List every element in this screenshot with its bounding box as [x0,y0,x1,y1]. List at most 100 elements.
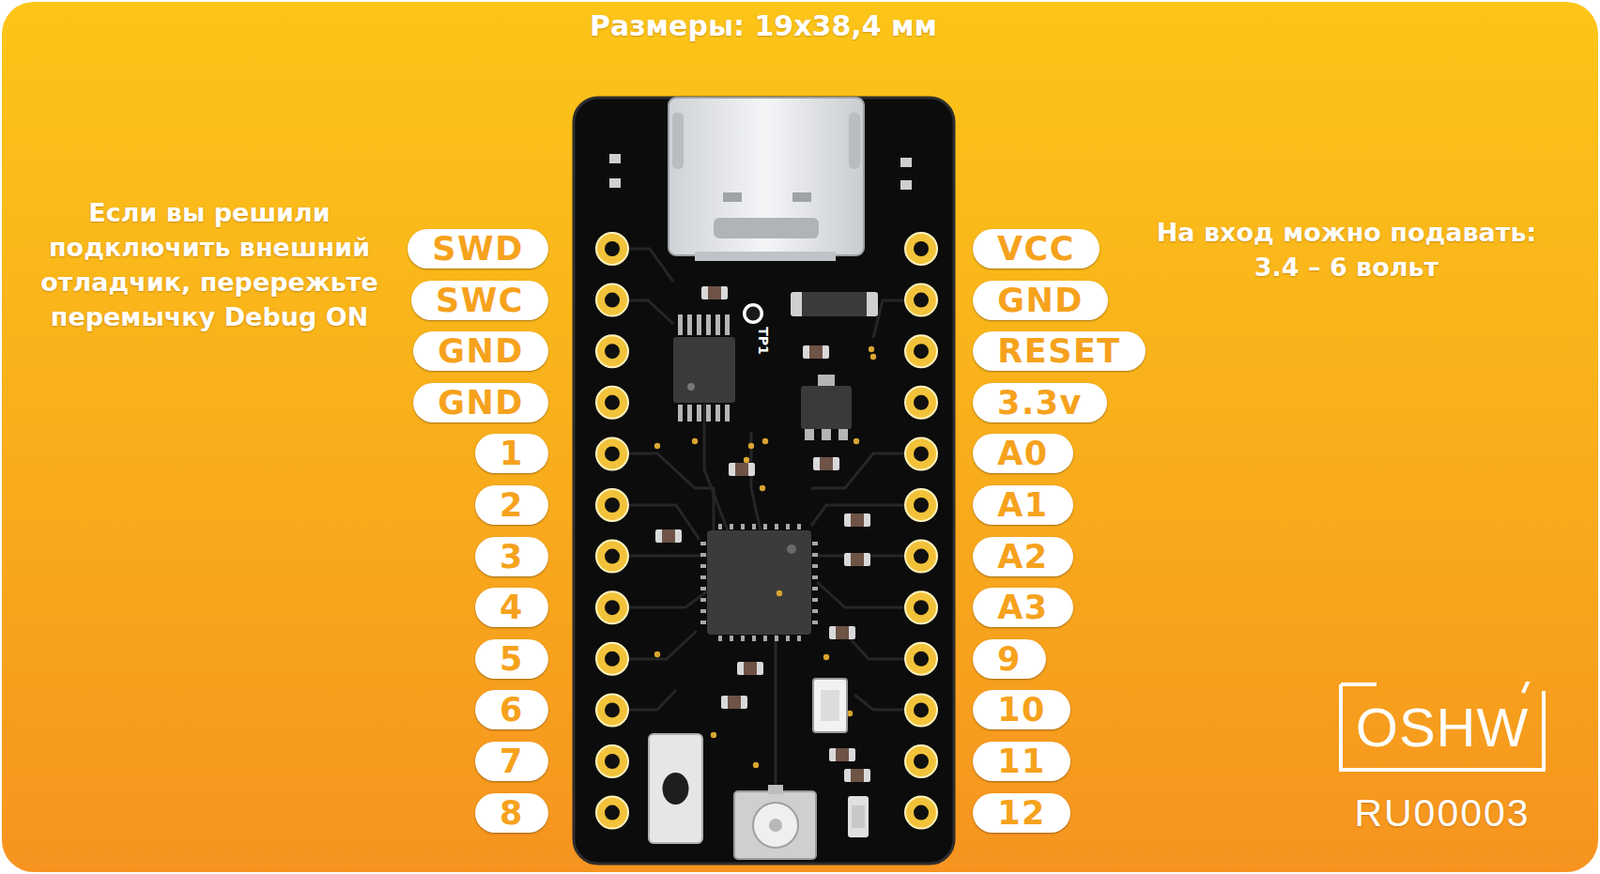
pin-label: SWC [411,280,549,321]
board-detail [718,635,723,642]
crystal [813,678,847,733]
board-detail [829,748,856,762]
pin-label: VCC [972,229,1100,269]
board-detail [774,634,778,789]
board-detail [748,443,754,449]
title-text: Размеры: 19x38,4 мм [387,8,1139,45]
board-detail [687,404,693,422]
pin-name: 3 [475,537,549,577]
board-detail [801,292,867,317]
board-detail [812,575,818,580]
microcontroller [700,523,818,642]
board-detail [905,540,938,573]
board-detail [790,292,878,317]
board-detail [844,553,871,567]
pin-name: 11 [972,741,1071,782]
board-detail [596,386,629,419]
pin-label: A3 [972,587,1074,628]
pin-name: A0 [972,433,1074,474]
board-detail [700,586,707,591]
board-detail [673,337,736,403]
board-detail [905,232,938,265]
board-detail [763,523,768,530]
silkscreen-label: TP1 [755,326,771,355]
board-detail [723,192,742,202]
board-detail [905,284,938,317]
board-detail [627,300,674,324]
diode [790,292,878,317]
test-point [742,303,764,324]
pin-label: A1 [972,485,1074,525]
board-detail [668,97,864,256]
pin-name: GND [413,383,549,423]
board-detail [797,635,801,642]
pin-name: SWC [411,280,549,321]
board-detail [785,635,790,642]
board-detail [700,541,707,546]
board-detail [905,693,938,726]
board-detail [854,694,907,710]
board-detail [654,443,661,449]
board-detail [740,523,745,530]
pin-label: 2 [475,485,549,525]
pin-label: 4 [475,587,549,628]
board-detail [851,805,865,829]
board-detail [596,797,629,830]
pin-name: RESET [972,331,1146,371]
board-detail [687,314,693,336]
board-detail [715,314,721,336]
board-detail [812,609,818,614]
board-detail [905,797,938,830]
board-detail [813,457,840,471]
pin-name: 7 [475,741,549,782]
board-detail [700,523,818,642]
pin-name: 3.3v [972,383,1108,423]
board-detail [900,180,912,190]
board-detail [654,651,661,658]
board-detail [873,300,907,339]
board-detail [596,489,629,522]
board-detail [823,654,830,661]
board-detail [812,620,818,625]
board-detail [596,437,629,470]
board-detail [844,769,871,783]
board-detail [763,635,768,642]
board-detail [774,635,779,642]
board-detail [692,438,698,445]
board-detail [596,335,629,368]
board-detail [743,457,750,463]
board-detail [776,590,783,597]
board-detail [853,438,860,445]
board-detail [700,609,707,614]
board-detail [687,383,695,391]
board-detail [715,404,721,422]
board-detail [627,630,697,660]
board-detail [677,314,730,422]
board-detail [648,734,703,844]
board-detail [868,346,875,353]
board-detail [677,404,683,422]
board-detail [905,591,938,624]
board-detail [724,314,730,336]
board-detail [706,404,711,422]
board-detail [740,635,745,642]
board-detail [847,796,869,838]
pin-label: 5 [475,639,549,679]
board-detail [609,178,621,188]
board-detail [813,678,847,733]
pin-name: 6 [475,690,549,730]
board-detail [721,695,748,709]
pin-label: 3.3v [972,383,1108,423]
board-detail [816,582,907,608]
board-detail [742,303,764,324]
pin-name: A3 [972,587,1074,628]
board-detail [870,353,877,360]
pin-label: RESET [972,331,1146,371]
board-detail [753,802,799,848]
board-detail [838,429,848,441]
oshw-logo: OSHW [1338,681,1546,773]
board-detail [812,564,818,569]
logo-text: OSHW [1338,694,1546,761]
board-detail [627,453,714,531]
board-detail [905,745,938,778]
